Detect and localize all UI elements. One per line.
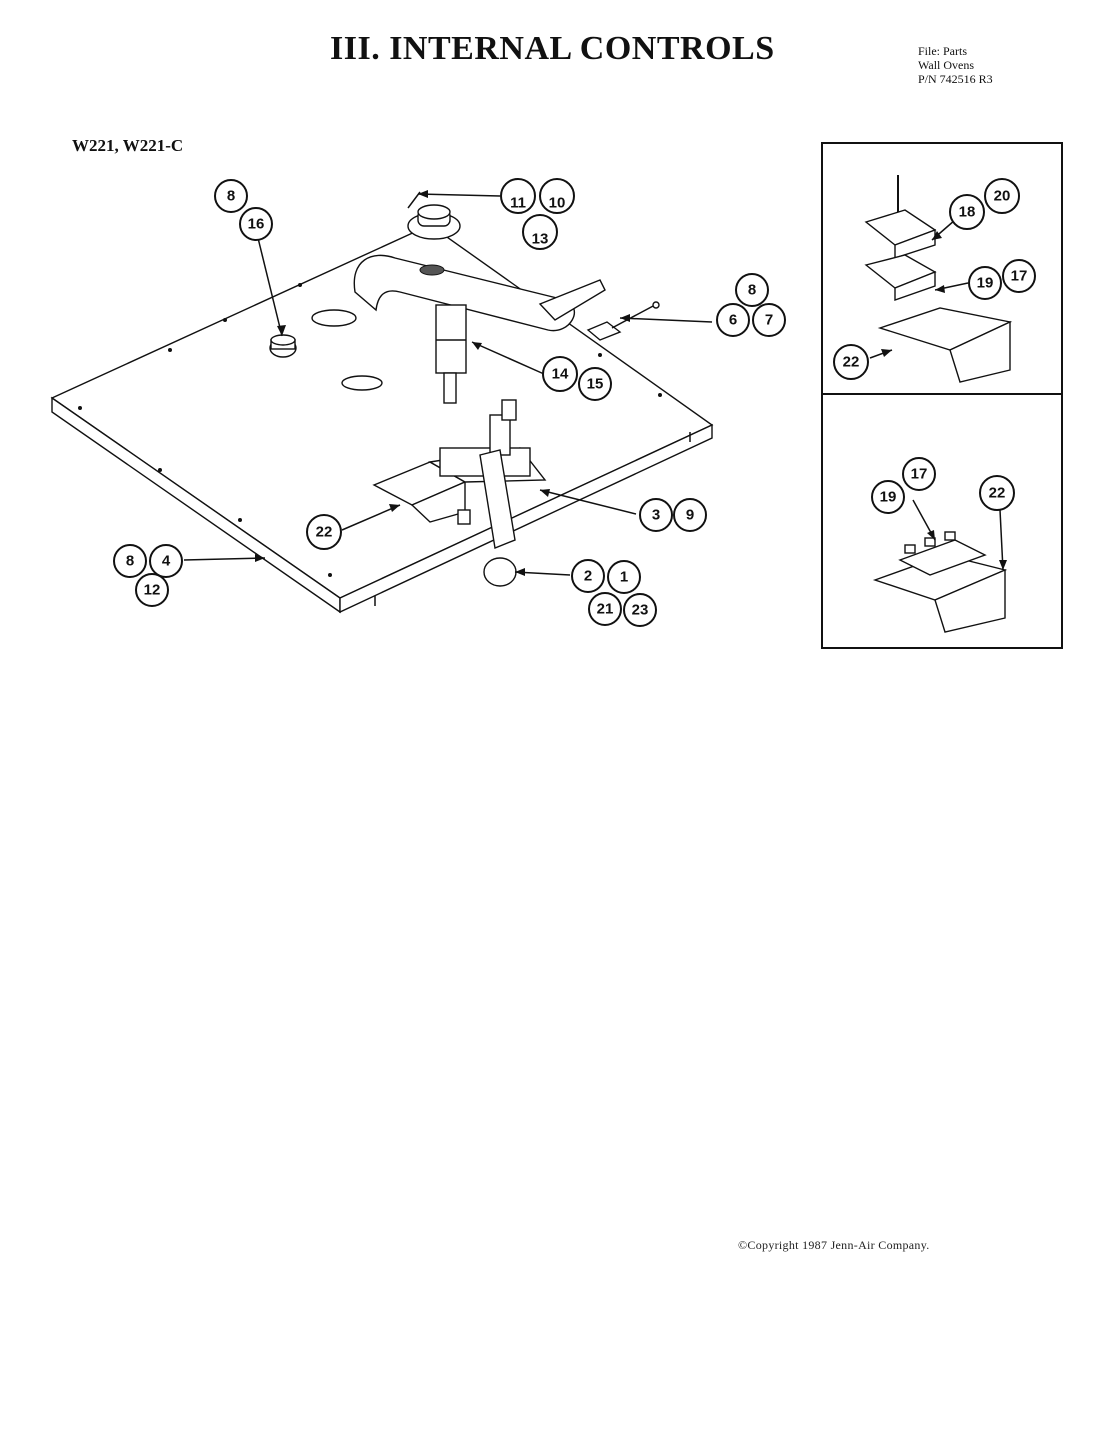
callout-8: 8 — [214, 179, 248, 213]
inset1-relay-stack — [864, 175, 1013, 383]
svg-text:7: 7 — [765, 312, 773, 329]
callout-3: 3 — [639, 498, 673, 532]
model-numbers: W221, W221-C — [72, 136, 184, 155]
callout-18: 18 — [949, 194, 985, 230]
file-line: File: Parts — [918, 44, 968, 58]
file-info: File: Parts Wall Ovens P/N 742516 R3 — [918, 44, 993, 86]
svg-text:12: 12 — [144, 582, 161, 599]
callout-2: 2 — [571, 559, 605, 593]
svg-text:16: 16 — [248, 216, 265, 233]
callout-17: 17 — [902, 457, 936, 491]
callout-8: 8 — [113, 544, 147, 578]
svg-text:19: 19 — [880, 489, 897, 506]
page-title: III. INTERNAL CONTROLS — [330, 30, 775, 67]
file-line: Wall Ovens — [918, 58, 975, 72]
inset2-relay-board — [872, 531, 1008, 633]
callout-17: 17 — [1002, 259, 1036, 293]
copyright-notice: ©Copyright 1987 Jenn-Air Company. — [738, 1238, 930, 1252]
terminal-bracket — [586, 301, 660, 341]
svg-text:8: 8 — [227, 188, 235, 205]
svg-text:21: 21 — [597, 601, 614, 618]
callout-10: 10 — [539, 178, 575, 214]
svg-text:19: 19 — [977, 275, 994, 292]
svg-text:23: 23 — [632, 602, 649, 619]
callout-22: 22 — [306, 514, 342, 550]
callout-16: 16 — [239, 207, 273, 241]
svg-text:2: 2 — [584, 568, 592, 585]
thermostat-disc — [269, 334, 297, 358]
svg-text:4: 4 — [162, 553, 171, 570]
callout-1: 1 — [607, 560, 641, 594]
callout-7: 7 — [752, 303, 786, 337]
svg-text:8: 8 — [126, 553, 134, 570]
callout-9: 9 — [673, 498, 707, 532]
svg-text:9: 9 — [686, 507, 694, 524]
callout-14: 14 — [542, 356, 578, 392]
svg-text:15: 15 — [587, 376, 604, 393]
callout-20: 20 — [984, 178, 1020, 214]
callout-8: 8 — [735, 273, 769, 307]
svg-text:17: 17 — [1011, 268, 1028, 285]
switch-assembly — [372, 399, 547, 587]
svg-text:1: 1 — [620, 569, 628, 586]
inset-frame — [821, 142, 1063, 649]
svg-text:22: 22 — [316, 524, 333, 541]
callout-12: 12 — [135, 573, 169, 607]
callout-11: 11 — [500, 178, 536, 214]
svg-text:6: 6 — [729, 312, 737, 329]
part-number: P/N 742516 R3 — [918, 72, 993, 86]
svg-text:8: 8 — [748, 282, 756, 299]
callout-22: 22 — [833, 344, 869, 380]
callout-21: 21 — [588, 592, 622, 626]
svg-text:3: 3 — [652, 507, 660, 524]
svg-text:22: 22 — [843, 354, 860, 371]
svg-text:17: 17 — [911, 466, 928, 483]
callout-23: 23 — [623, 593, 657, 627]
svg-text:13: 13 — [532, 231, 549, 248]
sensor-probe — [435, 304, 467, 404]
leader-lines — [183, 190, 1007, 576]
callout-13: 13 — [522, 214, 558, 250]
callout-22: 22 — [979, 475, 1015, 511]
svg-text:14: 14 — [552, 366, 569, 383]
svg-text:22: 22 — [989, 485, 1006, 502]
svg-text:18: 18 — [959, 204, 976, 221]
svg-text:11: 11 — [510, 195, 526, 212]
svg-text:10: 10 — [549, 195, 566, 212]
callout-6: 6 — [716, 303, 750, 337]
svg-text:20: 20 — [994, 188, 1011, 205]
callout-4: 4 — [149, 544, 183, 578]
callout-15: 15 — [578, 367, 612, 401]
callout-19: 19 — [968, 266, 1002, 300]
callout-19: 19 — [871, 480, 905, 514]
